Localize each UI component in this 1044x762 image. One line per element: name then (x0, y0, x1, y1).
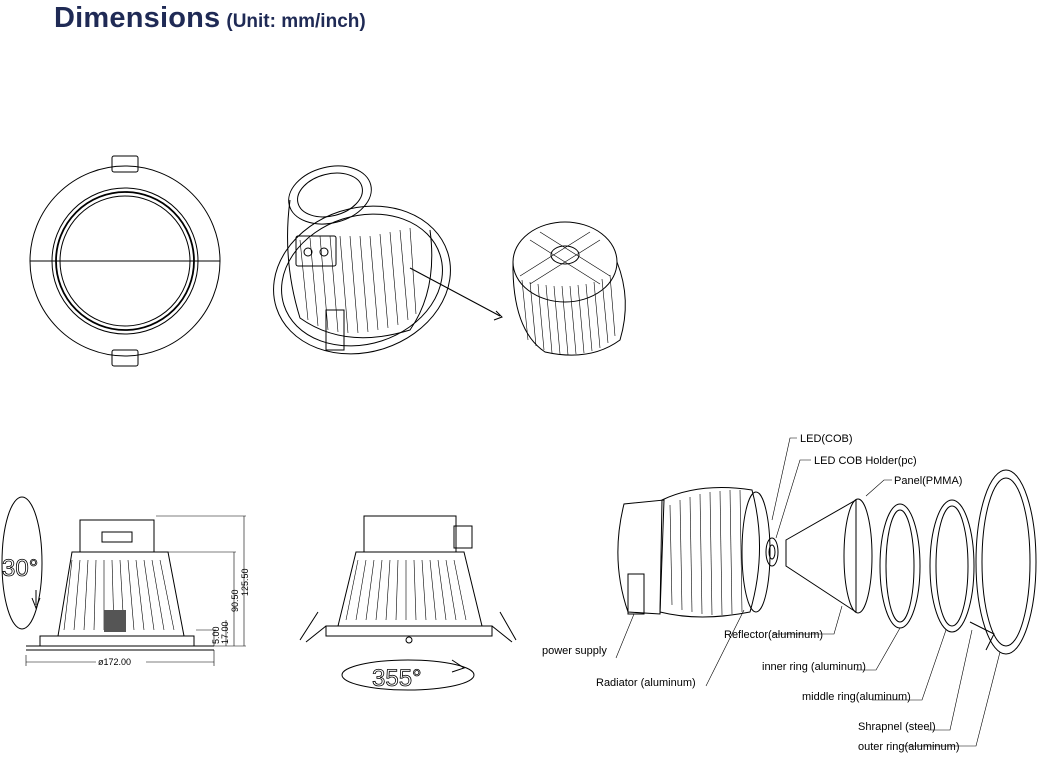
part-label-radiator: Radiator (aluminum) (596, 677, 696, 689)
dimension-125-5: 125.50 (240, 568, 250, 596)
part-label-cob-holder: LED COB Holder(pc) (814, 455, 917, 467)
title-unit: (Unit: mm/inch) (226, 11, 366, 32)
front-view (29, 155, 221, 367)
dimension-17: 17.00 (220, 621, 230, 644)
dimension-5: 5.00 (211, 626, 221, 644)
dimension-90-5: 90.50 (230, 589, 240, 612)
side-view: 30° ø172.00 (1, 496, 250, 667)
isometric-assembled-view (273, 165, 503, 355)
part-label-reflector: Reflector(aluminum) (724, 629, 823, 641)
part-label-outer-ring: outer ring(aluminum) (858, 741, 959, 753)
exploded-view: LED(COB) LED COB Holder(pc) Panel(PMMA) … (542, 433, 1037, 753)
part-label-panel: Panel(PMMA) (894, 475, 962, 487)
radiator-isometric-view (512, 221, 626, 356)
title-main: Dimensions (54, 2, 221, 34)
part-label-middle-ring: middle ring(aluminum) (802, 691, 911, 703)
part-label-led-cob: LED(COB) (800, 433, 853, 445)
diameter-dimension: ø172.00 (98, 657, 131, 667)
part-label-inner-ring: inner ring (aluminum) (762, 661, 866, 673)
part-label-shrapnel: Shrapnel (steel) (858, 721, 936, 733)
page-title: Dimensions(Unit: mm/inch) (54, 2, 366, 35)
tilt-angle-label: 30° (2, 555, 38, 582)
part-label-power-supply: power supply (542, 645, 607, 657)
side-view-rotation: 355° (299, 515, 517, 692)
pan-angle-label: 355° (372, 665, 422, 692)
